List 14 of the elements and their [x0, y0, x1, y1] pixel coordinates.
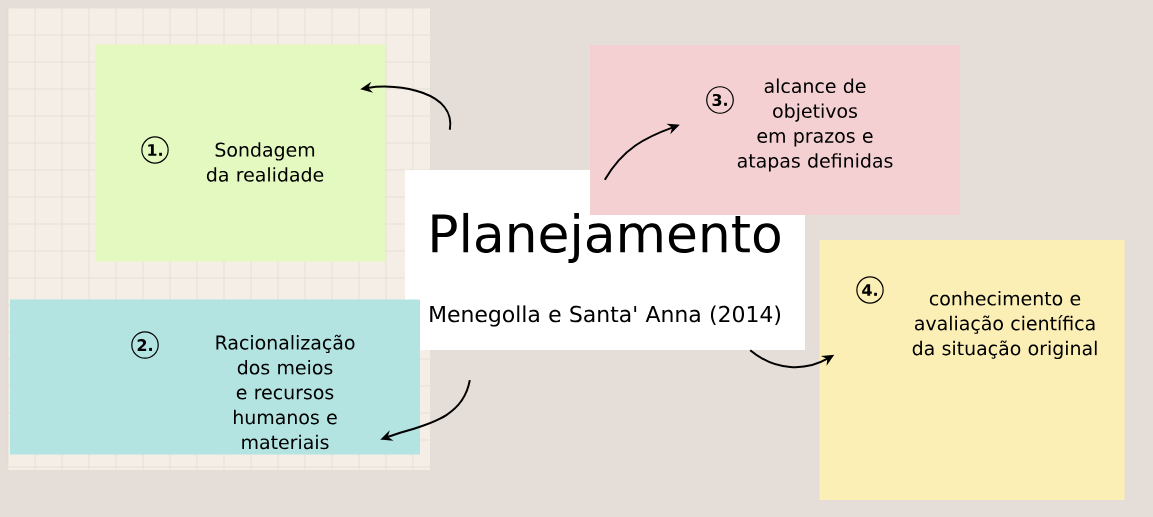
- note-card: [10, 299, 420, 455]
- step-text: conhecimento e avaliação científica da situação original: [912, 290, 1097, 360]
- note-card: [819, 240, 1125, 500]
- step-number: 3.: [706, 86, 734, 114]
- step-number: 2.: [131, 331, 159, 359]
- title: Planejamento: [432, 212, 780, 264]
- step-number: 4.: [856, 276, 884, 304]
- step-text: alcance de objetivos em prazos e atapas definidas: [737, 78, 893, 172]
- step-text: Sondagem da realidade: [206, 142, 324, 182]
- note-card: [95, 44, 385, 262]
- step-text: Racionalização dos meios e recursos humanos e materiais: [216, 334, 355, 450]
- note-card: [590, 45, 960, 215]
- author-text: Menegolla e Santa' Anna (2014): [430, 305, 781, 327]
- step-number: 1.: [141, 136, 169, 164]
